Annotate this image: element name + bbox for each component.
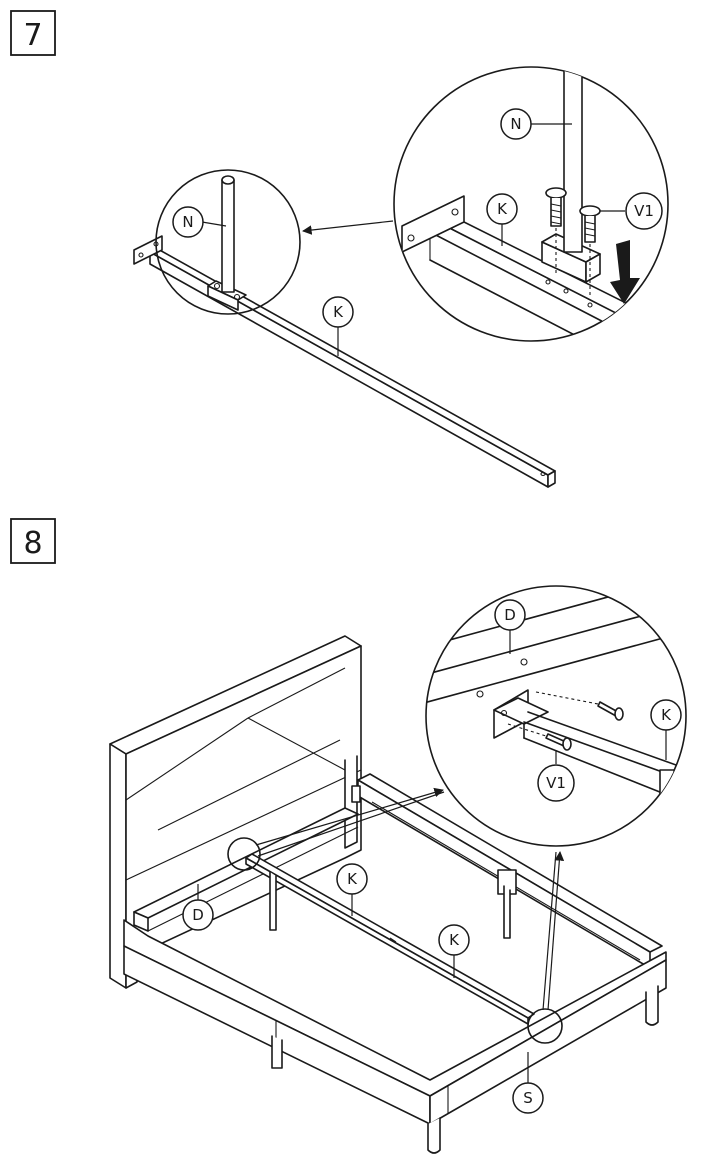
screw-v1-a <box>545 187 567 227</box>
step-7-pointer-arrow <box>302 220 394 235</box>
step-8-pointer-arrow-b <box>547 851 565 1011</box>
svg-text:V1: V1 <box>634 202 654 220</box>
detail-circle-small <box>155 169 301 315</box>
callout-v1-large-8: V1 <box>537 750 575 802</box>
center-rails-k <box>245 853 535 1025</box>
svg-text:S: S <box>523 1089 533 1107</box>
callout-k-center-a: K <box>336 863 368 916</box>
step-7: 7 <box>10 10 669 488</box>
detail-circle-large-8 <box>425 585 687 847</box>
detail-marker-head <box>227 837 261 871</box>
svg-text:K: K <box>347 870 358 888</box>
svg-text:K: K <box>661 706 672 724</box>
down-arrow-icon <box>610 240 640 304</box>
step-7-number: 7 <box>23 18 42 53</box>
screw-v1-c <box>597 701 624 721</box>
svg-text:D: D <box>504 606 516 624</box>
step-8-pointer-arrow-a <box>255 787 444 846</box>
svg-text:N: N <box>510 115 521 133</box>
svg-text:V1: V1 <box>546 774 566 792</box>
step-7-number-box: 7 <box>10 10 56 56</box>
screw-v1-b <box>579 205 601 243</box>
callout-k-center-b: K <box>438 924 470 978</box>
callout-k-large-8: K <box>650 699 682 760</box>
callout-n-small: N <box>172 206 227 238</box>
step-8-number-box: 8 <box>10 518 56 564</box>
detail-marker-foot <box>527 1008 563 1044</box>
svg-text:K: K <box>333 303 344 321</box>
callout-k-small: K <box>322 296 354 356</box>
svg-text:K: K <box>449 931 460 949</box>
svg-text:D: D <box>192 906 204 924</box>
detail-circle-large <box>393 66 669 342</box>
callout-k-large: K <box>486 193 518 246</box>
bed-base <box>123 919 667 1154</box>
svg-text:K: K <box>497 200 508 218</box>
callout-d: D <box>182 884 214 931</box>
callout-n-large: N <box>500 108 572 140</box>
screw-v1-d <box>545 733 572 751</box>
callout-v1-large: V1 <box>600 192 663 230</box>
svg-text:N: N <box>182 213 193 231</box>
right-side-rail <box>351 773 663 969</box>
step-8-number: 8 <box>23 526 42 561</box>
leg-n-small <box>207 175 247 311</box>
callout-d-large: D <box>494 599 526 654</box>
step-8: 8 <box>10 518 687 1154</box>
side-rail-k <box>133 235 556 488</box>
callout-s: S <box>512 1052 544 1114</box>
